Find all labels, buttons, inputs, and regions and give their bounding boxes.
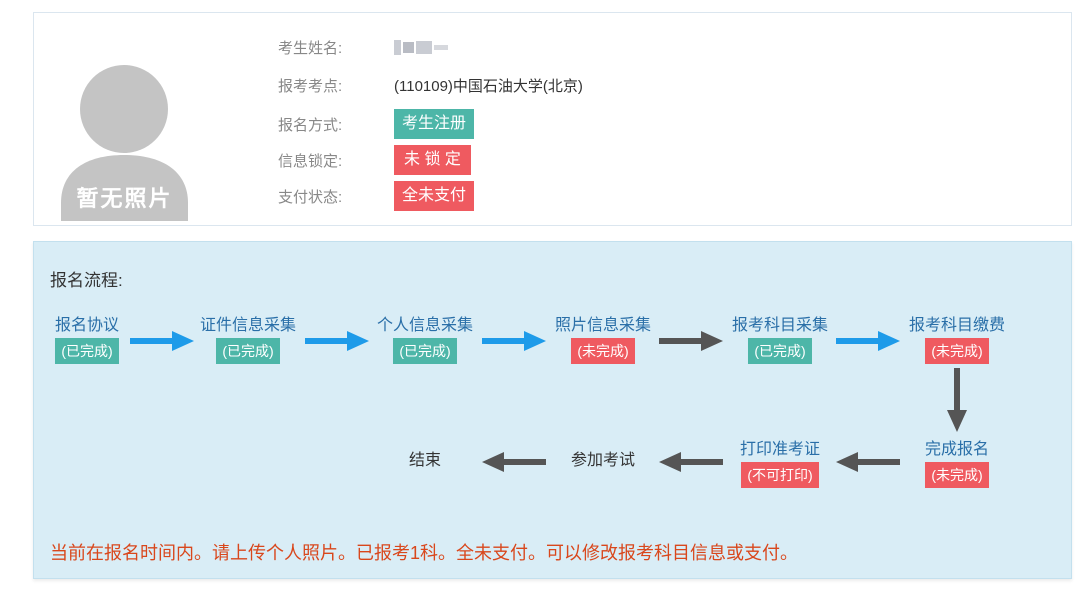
step-status-badge: (未完成) (571, 338, 635, 364)
name-row: 考生姓名: (278, 33, 448, 61)
reg-method-row: 报名方式: 考生注册 (278, 108, 475, 140)
flow-title: 报名流程: (50, 271, 123, 290)
arrow-left-icon (659, 452, 723, 472)
step-status-badge: (未完成) (925, 338, 989, 364)
arrow-down-icon (947, 368, 967, 432)
registration-flow-panel: 报名流程: 报名协议 (已完成) 证件信息采集 (已完成) 个人信息采集 (已完… (33, 241, 1072, 579)
step-status-badge: (已完成) (393, 338, 457, 364)
payment-row: 支付状态: 全未支付 (278, 180, 475, 212)
step-subject-info[interactable]: 报考科目采集 (已完成) (732, 315, 828, 364)
arrow-right-icon (482, 331, 546, 351)
step-label: 报名协议 (54, 317, 120, 334)
step-status-badge: (已完成) (55, 338, 119, 364)
step-label: 照片信息采集 (554, 317, 652, 334)
no-photo-caption: 暂无照片 (76, 186, 173, 211)
step-complete-registration[interactable]: 完成报名 (未完成) (925, 439, 989, 488)
step-label: 完成报名 (924, 441, 990, 458)
step-status-badge: (不可打印) (741, 462, 819, 488)
exam-site-row: 报考考点: (110109)中国石油大学(北京) (278, 71, 583, 99)
step-photo-info[interactable]: 照片信息采集 (未完成) (555, 315, 651, 364)
step-label: 打印准考证 (739, 441, 821, 458)
step-take-exam: 参加考试 (571, 450, 635, 472)
step-personal-info[interactable]: 个人信息采集 (已完成) (377, 315, 473, 364)
step-label: 报考科目采集 (731, 317, 829, 334)
step-label: 证件信息采集 (199, 317, 297, 334)
payment-label: 支付状态: (278, 188, 343, 206)
step-label: 个人信息采集 (376, 317, 474, 334)
step-subject-payment[interactable]: 报考科目缴费 (未完成) (909, 315, 1005, 364)
arrow-left-icon (836, 452, 900, 472)
lock-status-tag: 未 锁 定 (394, 145, 471, 175)
step-status-badge: (已完成) (748, 338, 812, 364)
step-label: 结束 (408, 452, 442, 469)
arrow-right-icon (659, 331, 723, 351)
name-value-redacted (394, 39, 448, 55)
step-label: 参加考试 (570, 452, 636, 469)
user-silhouette-icon (61, 65, 188, 221)
step-label: 报考科目缴费 (908, 317, 1006, 334)
lock-row: 信息锁定: 未 锁 定 (278, 144, 471, 176)
name-label: 考生姓名: (278, 39, 343, 57)
candidate-info-panel: 暂无照片 考生姓名: 报考考点: (110109)中国石油大学(北京) 报名方式… (33, 12, 1072, 226)
step-status-badge: (已完成) (216, 338, 280, 364)
step-id-info[interactable]: 证件信息采集 (已完成) (200, 315, 296, 364)
arrow-right-icon (836, 331, 900, 351)
exam-site-value: (110109)中国石油大学(北京) (394, 77, 583, 95)
step-status-badge: (未完成) (925, 462, 989, 488)
payment-status-tag: 全未支付 (394, 181, 475, 211)
status-notice: 当前在报名时间内。请上传个人照片。已报考1科。全未支付。可以修改报考科目信息或支… (50, 543, 799, 563)
step-end: 结束 (409, 450, 441, 472)
arrow-left-icon (482, 452, 546, 472)
lock-label: 信息锁定: (278, 152, 343, 170)
step-agreement[interactable]: 报名协议 (已完成) (55, 315, 119, 364)
arrow-right-icon (305, 331, 369, 351)
reg-method-tag: 考生注册 (394, 109, 475, 139)
reg-method-label: 报名方式: (278, 116, 343, 134)
exam-site-label: 报考考点: (278, 77, 343, 95)
step-print-admission-ticket[interactable]: 打印准考证 (不可打印) (740, 439, 820, 488)
arrow-right-icon (130, 331, 194, 351)
avatar-placeholder: 暂无照片 (61, 63, 188, 221)
